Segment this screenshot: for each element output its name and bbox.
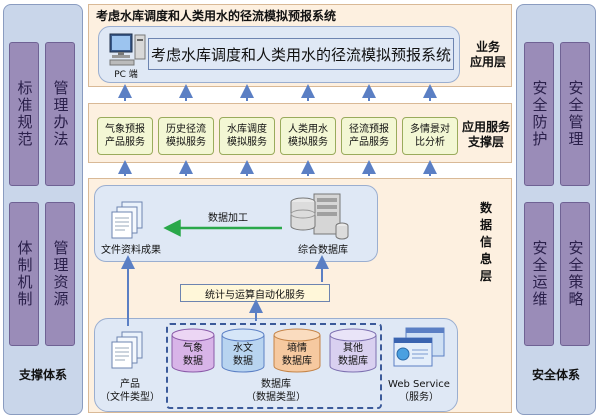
business-layer-title: 考虑水库调度和人类用水的径流模拟预报系统 bbox=[96, 9, 337, 23]
service-runoff-forecast: 径流预报 产品服务 bbox=[341, 117, 397, 155]
database-group-box bbox=[166, 323, 382, 409]
system-name-banner: 考虑水库调度和人类用水的径流模拟预报系统 bbox=[148, 38, 454, 70]
support-item-management-methods: 管理办法 bbox=[45, 42, 75, 186]
support-system-label: 支撑体系 bbox=[18, 368, 67, 382]
service-weather-forecast: 气象预报 产品服务 bbox=[97, 117, 153, 155]
file-results-label: 文件资料成果 bbox=[101, 245, 161, 256]
weather-db-cylinder-icon bbox=[170, 328, 216, 374]
data-layer-label: 数 据 信 息 层 bbox=[479, 201, 492, 283]
security-item-operations: 安全运维 bbox=[524, 202, 554, 346]
integrated-database-label: 综合数据库 bbox=[298, 245, 348, 256]
service-reservoir-dispatch: 水库调度 模拟服务 bbox=[219, 117, 275, 155]
other-db-label: 其他 数据库 bbox=[338, 343, 368, 367]
database-server-icon bbox=[288, 192, 352, 240]
weather-db-label: 气象 数据 bbox=[183, 343, 203, 367]
data-processing-label: 数据加工 bbox=[208, 213, 248, 224]
service-human-water-use: 人类用水 模拟服务 bbox=[280, 117, 336, 155]
other-db-cylinder-icon bbox=[328, 328, 378, 374]
product-label: 产品 （文件类型） bbox=[100, 379, 160, 403]
security-system-label: 安全体系 bbox=[531, 368, 580, 382]
security-item-strategy: 安全策略 bbox=[560, 202, 590, 346]
soil-moisture-db-label: 墒情 数据库 bbox=[282, 343, 312, 367]
support-item-standards: 标准规范 bbox=[9, 42, 39, 186]
support-item-institutional-mechanism: 体制机制 bbox=[9, 202, 39, 346]
product-files-icon bbox=[110, 330, 146, 370]
soil-moisture-db-cylinder-icon bbox=[272, 328, 322, 374]
service-scenario-comparison: 多情景对 比分析 bbox=[402, 117, 458, 155]
security-item-management: 安全管理 bbox=[560, 42, 590, 186]
web-service-windows-icon bbox=[392, 326, 446, 370]
web-service-label: Web Service （服务） bbox=[388, 379, 450, 403]
service-historical-runoff: 历史径流 模拟服务 bbox=[158, 117, 214, 155]
service-layer-label: 应用服务 支撑层 bbox=[461, 120, 510, 149]
security-item-protection: 安全防护 bbox=[524, 42, 554, 186]
file-documents-icon bbox=[110, 200, 146, 240]
support-item-management-resources: 管理资源 bbox=[45, 202, 75, 346]
pc-label: PC 端 bbox=[114, 70, 138, 80]
business-layer-label: 业务 应用层 bbox=[469, 40, 506, 69]
hydrology-db-cylinder-icon bbox=[220, 328, 266, 374]
hydrology-db-label: 水文 数据 bbox=[233, 343, 253, 367]
database-group-label: 数据库 （数据类型） bbox=[246, 379, 306, 403]
pc-computer-icon bbox=[108, 32, 148, 68]
